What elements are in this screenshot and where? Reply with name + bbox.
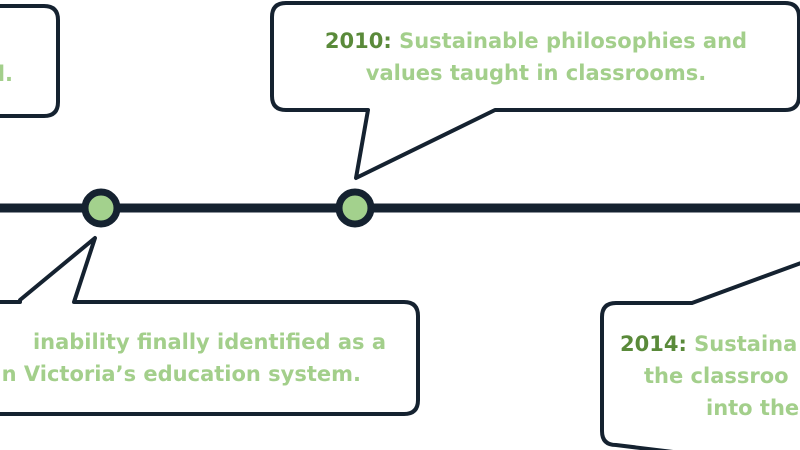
callout-text-top-left: d. — [0, 58, 20, 90]
callout-line: the classroo — [644, 364, 789, 388]
callout-bubble-top-left — [0, 4, 60, 118]
callout-line: inability finally identified as a — [32, 330, 386, 354]
event-description: Sustaina — [694, 332, 798, 356]
event-separator: : — [678, 332, 695, 356]
callout-line: values taught in classrooms. — [365, 61, 707, 85]
callout-line: 2010: Sustainable philosophies and — [276, 25, 796, 57]
callout-text-2014: 2014: Sustaina the classroo into the — [620, 328, 800, 424]
callout-bubble-2014 — [600, 261, 800, 450]
event-year: 2010 — [324, 29, 384, 53]
event-year: 2014 — [620, 332, 679, 356]
event-separator: : — [383, 29, 400, 53]
callout-bubble-bottom-left — [0, 236, 420, 416]
callout-line: 2014: Sustaina — [620, 328, 800, 360]
timeline-node-2 — [335, 188, 375, 228]
callout-text-2010: 2010: Sustainable philosophies and value… — [276, 25, 796, 89]
event-description: Sustainable philosophies and — [399, 29, 748, 53]
callout-line: n Victoria’s education system. — [1, 362, 361, 386]
callout-bubble-2010 — [270, 1, 800, 180]
callout-line: into the — [706, 396, 800, 420]
callout-text-bottom-left: inability finally identified as a n Vict… — [2, 326, 386, 390]
timeline-node-1 — [81, 188, 121, 228]
callout-line: d. — [0, 62, 14, 86]
